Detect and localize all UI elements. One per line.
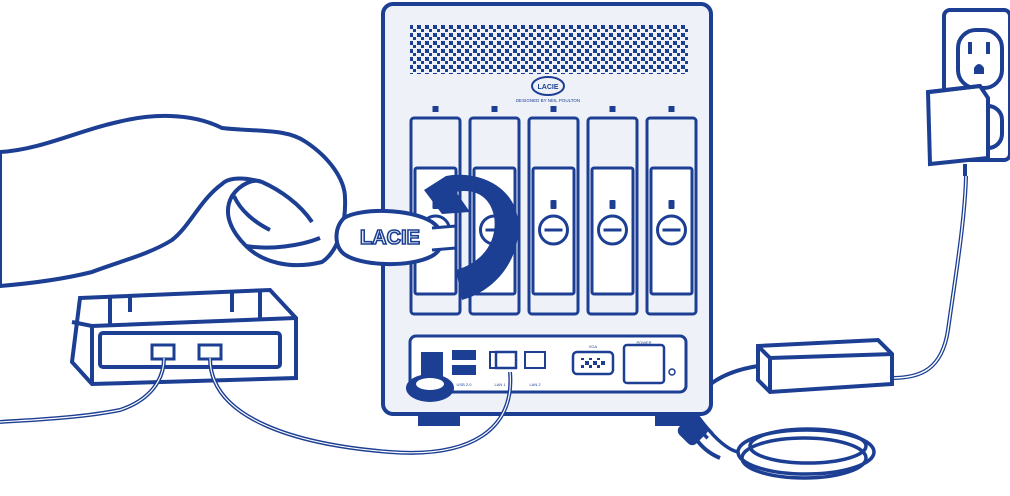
hand-icon bbox=[0, 113, 348, 288]
power-port-label: POWER bbox=[636, 340, 651, 345]
rotate-arrow-icon bbox=[424, 174, 519, 300]
power-cable bbox=[891, 175, 968, 380]
nas-tagline: DESIGNED BY NEIL POULTON bbox=[516, 98, 580, 103]
lan1-port-label: LAN 1 bbox=[494, 382, 506, 387]
bay-led bbox=[609, 106, 616, 112]
bay-led bbox=[668, 106, 675, 112]
rear-port-panel: USB 2.0 LAN 1 LAN 2 VGA POWER bbox=[408, 334, 688, 394]
lan2-port[interactable] bbox=[524, 351, 546, 369]
lan2-port-label: LAN 2 bbox=[529, 382, 541, 387]
switch-port[interactable] bbox=[197, 343, 223, 361]
key-icon: LACIE bbox=[334, 209, 458, 266]
ethernet-cable bbox=[0, 350, 518, 455]
power-socket[interactable] bbox=[622, 343, 666, 385]
power-adapter-icon bbox=[925, 83, 990, 176]
usb-port[interactable] bbox=[452, 365, 476, 375]
bay-led bbox=[432, 106, 439, 112]
key-logo: LACIE bbox=[360, 227, 420, 249]
usb-port[interactable] bbox=[452, 350, 476, 360]
drive-bay[interactable] bbox=[586, 106, 639, 316]
nas-enclosure: LACIE DESIGNED BY NEIL POULTON USB 2.0 L… bbox=[381, 2, 713, 426]
vga-port-label: VGA bbox=[589, 344, 598, 349]
bay-led bbox=[491, 106, 498, 112]
nas-logo: LACIE bbox=[531, 76, 565, 96]
usb-port-label: USB 2.0 bbox=[457, 382, 473, 387]
lock-icon[interactable] bbox=[538, 200, 569, 246]
bay-led bbox=[550, 106, 557, 112]
svg-text:LACIE: LACIE bbox=[538, 84, 559, 91]
network-switch-icon bbox=[69, 287, 298, 387]
power-button[interactable] bbox=[406, 352, 454, 402]
lock-icon[interactable] bbox=[656, 200, 687, 246]
drive-bay[interactable] bbox=[645, 106, 698, 316]
lock-icon[interactable] bbox=[597, 200, 628, 246]
switch-port[interactable] bbox=[150, 343, 176, 361]
vent-grille bbox=[410, 24, 688, 74]
drive-bay[interactable] bbox=[527, 106, 580, 316]
coiled-cable bbox=[684, 398, 876, 480]
power-brick bbox=[756, 337, 894, 395]
